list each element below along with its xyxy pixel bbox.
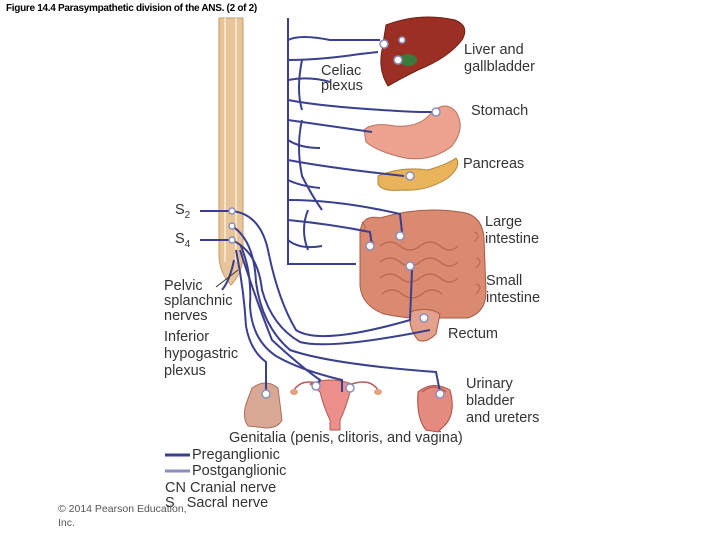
label-pancreas: Pancreas bbox=[463, 156, 525, 172]
liver-illustration bbox=[380, 16, 466, 87]
legend-swatches bbox=[165, 453, 190, 473]
figure-title: Figure 14.4 Parasympathetic division of … bbox=[6, 3, 257, 14]
label-s2: S2 bbox=[175, 202, 191, 221]
legend-preganglionic: Preganglionic bbox=[192, 447, 280, 463]
label-leader-lines bbox=[215, 269, 239, 288]
legend-cranial-nerve: CN Cranial nerve bbox=[165, 480, 277, 496]
label-stomach: Stomach bbox=[471, 103, 529, 119]
legend-sacral-nerve: S Sacral nerve bbox=[165, 495, 269, 511]
label-urinary-bladder: Urinary bladder and ureters bbox=[466, 376, 540, 426]
label-genitalia: Genitalia (penis, clitoris, and vagina) bbox=[229, 430, 463, 446]
label-s4: S4 bbox=[175, 231, 191, 250]
label-rectum: Rectum bbox=[448, 326, 498, 342]
stomach-illustration bbox=[363, 105, 461, 160]
label-celiac-plexus: Celiac plexus bbox=[321, 63, 363, 94]
label-large-intestine: Large intestine bbox=[485, 214, 540, 247]
legend-postganglionic: Postganglionic bbox=[192, 463, 287, 479]
bladder-illustration bbox=[417, 385, 453, 433]
vagus-nerve-paths bbox=[287, 18, 434, 265]
intestine-illustration bbox=[359, 209, 487, 319]
label-liver-gallbladder: Liver and gallbladder bbox=[464, 42, 535, 75]
label-inferior-hypogastric-plexus: Inferior hypogastric plexus bbox=[164, 329, 239, 379]
uterus-illustration bbox=[290, 379, 382, 431]
copyright-notice: © 2014 Pearson Education, Inc. bbox=[58, 503, 187, 529]
label-pelvic-splanchnic-nerves: Pelvic splanchnic nerves bbox=[164, 278, 233, 324]
label-small-intestine: Small intestine bbox=[486, 273, 541, 306]
spinal-cord bbox=[218, 17, 244, 286]
pancreas-illustration bbox=[377, 157, 459, 191]
ganglia bbox=[228, 36, 445, 399]
penis-illustration bbox=[243, 382, 283, 429]
sacral-nerve-paths bbox=[200, 210, 441, 393]
